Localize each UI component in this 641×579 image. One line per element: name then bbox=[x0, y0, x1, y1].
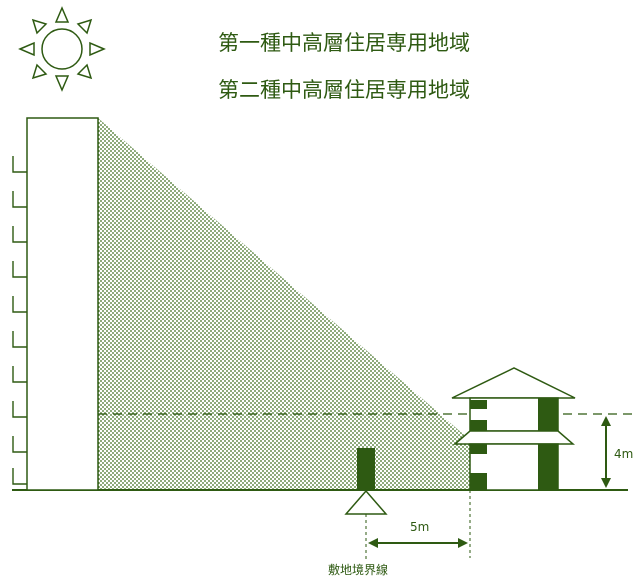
height-label: 4m bbox=[614, 447, 633, 461]
tall-building bbox=[26, 117, 99, 491]
boundary-label: 敷地境界線 bbox=[328, 562, 388, 577]
triangle-marker-icon bbox=[344, 489, 388, 515]
zone-title-1: 第一種中高層住居専用地域 bbox=[218, 31, 470, 55]
zone-title-2: 第二種中高層住居専用地域 bbox=[218, 78, 470, 102]
height-4m-arrow bbox=[601, 416, 611, 488]
distance-5m-arrow bbox=[368, 538, 468, 548]
building-balconies bbox=[12, 156, 27, 485]
boundary-post bbox=[357, 448, 375, 490]
shadow-area bbox=[98, 118, 470, 490]
sun-icon bbox=[18, 6, 106, 92]
house bbox=[451, 367, 576, 491]
distance-label: 5m bbox=[410, 520, 429, 534]
